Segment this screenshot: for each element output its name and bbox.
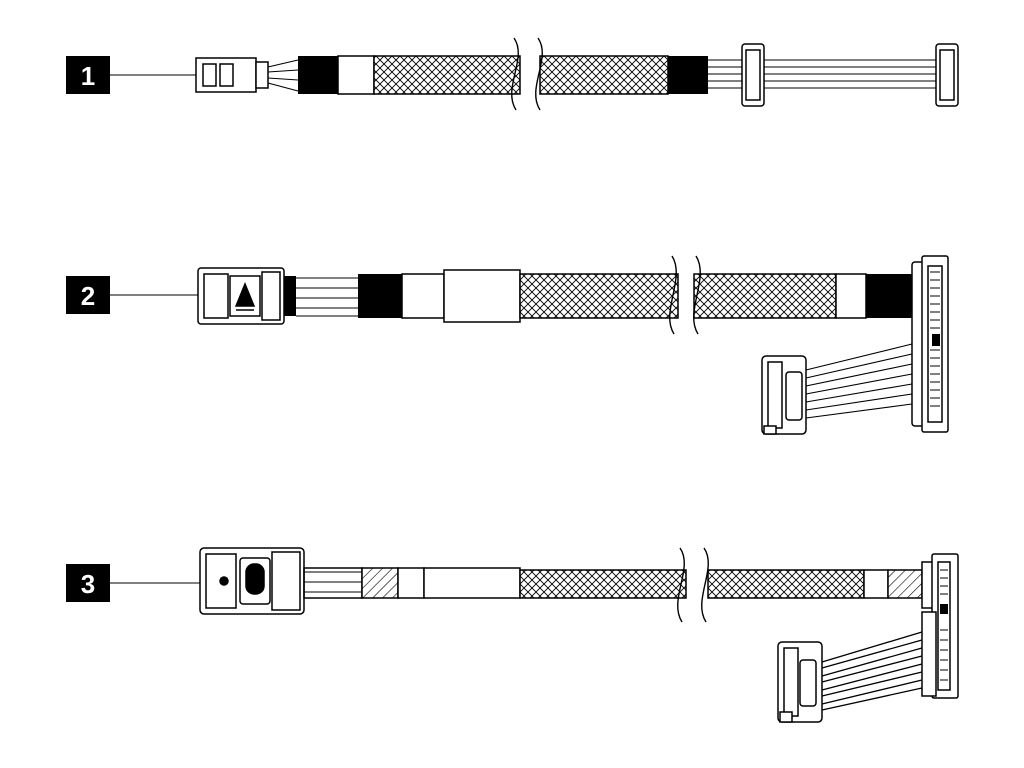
wire-bundle-icon — [267, 59, 299, 92]
wire-bundle-icon — [805, 343, 913, 419]
power-connector-icon — [195, 57, 269, 93]
label-band-icon — [863, 569, 889, 599]
power-connector-icon — [741, 43, 959, 107]
slimline-backplane-connector-icon — [921, 553, 959, 699]
connector-key-icon — [940, 604, 948, 614]
break-mark-icon — [677, 547, 685, 623]
mini-sas-connector-icon — [197, 267, 285, 325]
cable-1: 1 — [66, 37, 959, 111]
break-mark-icon — [535, 37, 543, 111]
label-band-icon — [443, 269, 521, 323]
svg-text:2: 2 — [81, 281, 95, 311]
braided-sleeve-icon — [707, 569, 865, 599]
label-band-icon — [835, 273, 867, 319]
label-band-icon — [423, 567, 521, 599]
svg-text:1: 1 — [81, 61, 95, 91]
heat-shrink-band-icon — [668, 56, 708, 94]
braided-sleeve-icon — [373, 55, 521, 95]
wire-bundle-icon — [304, 571, 362, 593]
callout-3: 3 — [66, 564, 110, 602]
braided-sleeve-icon — [693, 273, 837, 319]
connector-pins-icon — [930, 271, 940, 407]
connector-pins-icon — [940, 569, 948, 681]
heat-shrink-band-icon — [358, 274, 402, 318]
cable-2: 2 — [66, 255, 949, 435]
heat-shrink-band-icon — [298, 56, 338, 94]
braided-sleeve-icon — [539, 55, 669, 95]
mini-sas-connector-icon — [199, 547, 305, 615]
label-band-icon — [401, 273, 445, 319]
hatched-band-icon — [361, 567, 399, 599]
braided-sleeve-icon — [519, 569, 687, 599]
break-mark-icon — [701, 547, 709, 623]
heat-shrink-band-icon — [866, 274, 912, 318]
break-mark-icon — [693, 255, 701, 335]
label-band-icon — [397, 567, 425, 599]
connector-key-icon — [932, 334, 940, 346]
label-band-icon — [337, 55, 375, 95]
hatched-band-icon — [887, 569, 923, 599]
cable-3: 3 — [66, 547, 959, 723]
callout-2: 2 — [66, 276, 110, 314]
break-mark-icon — [669, 255, 677, 335]
connector-boot-icon — [284, 276, 296, 316]
braided-sleeve-icon — [519, 273, 679, 319]
wire-bundle-icon — [296, 277, 358, 317]
svg-text:3: 3 — [81, 569, 95, 599]
break-mark-icon — [511, 37, 519, 111]
sata-power-connector-icon — [761, 355, 807, 435]
callout-1: 1 — [66, 56, 110, 94]
sata-power-connector-icon — [777, 641, 823, 723]
wire-bundle-icon — [821, 631, 923, 711]
